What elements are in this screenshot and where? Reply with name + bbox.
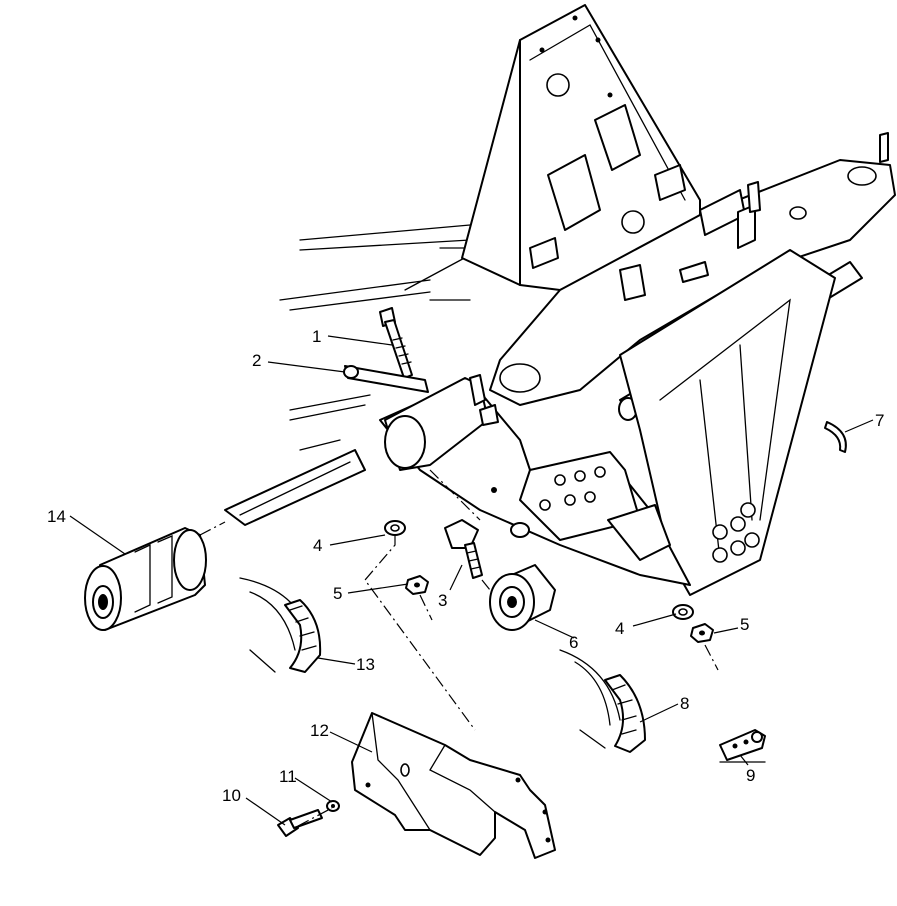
leader-lines bbox=[69, 335, 874, 826]
part-10-bolt bbox=[277, 809, 323, 837]
callout-12: 12 bbox=[310, 721, 329, 740]
part-5-nuts bbox=[405, 575, 714, 643]
part-7-clip bbox=[824, 421, 847, 453]
callout-5-left: 5 bbox=[333, 584, 342, 603]
callout-7: 7 bbox=[875, 411, 884, 430]
pivot-block bbox=[384, 374, 499, 471]
part-8-track-segment bbox=[559, 649, 646, 753]
callout-4-right: 4 bbox=[615, 619, 624, 638]
callout-2: 2 bbox=[252, 351, 261, 370]
upper-crossbar bbox=[489, 132, 896, 406]
part-6-roller bbox=[489, 564, 556, 631]
callout-labels: 1 2 3 4 4 5 5 6 7 8 9 10 11 12 13 14 bbox=[47, 327, 884, 805]
part-9-bolt-kit bbox=[719, 729, 766, 763]
assembly-lines bbox=[199, 469, 719, 827]
part-1-bolt bbox=[379, 307, 413, 379]
callout-8: 8 bbox=[680, 694, 689, 713]
part-3-bracket bbox=[444, 519, 483, 579]
part-12-chain-guard bbox=[351, 712, 556, 859]
callout-14: 14 bbox=[47, 507, 66, 526]
callout-11: 11 bbox=[279, 767, 297, 786]
part-13-track-segment bbox=[239, 577, 322, 673]
callout-10: 10 bbox=[222, 786, 241, 805]
part-14-sprocket bbox=[84, 527, 207, 631]
callout-13: 13 bbox=[356, 655, 375, 674]
callout-9: 9 bbox=[746, 766, 755, 785]
callout-3: 3 bbox=[438, 591, 447, 610]
callout-5-right: 5 bbox=[740, 615, 749, 634]
main-upright-plate bbox=[461, 4, 701, 291]
callout-1: 1 bbox=[312, 327, 321, 346]
callout-6: 6 bbox=[569, 633, 578, 652]
front-bumper-loop bbox=[618, 249, 863, 596]
part-2-strap bbox=[343, 365, 429, 393]
part-4-washers bbox=[384, 520, 694, 620]
part-11-washer bbox=[326, 800, 340, 812]
callout-4-left: 4 bbox=[313, 536, 322, 555]
